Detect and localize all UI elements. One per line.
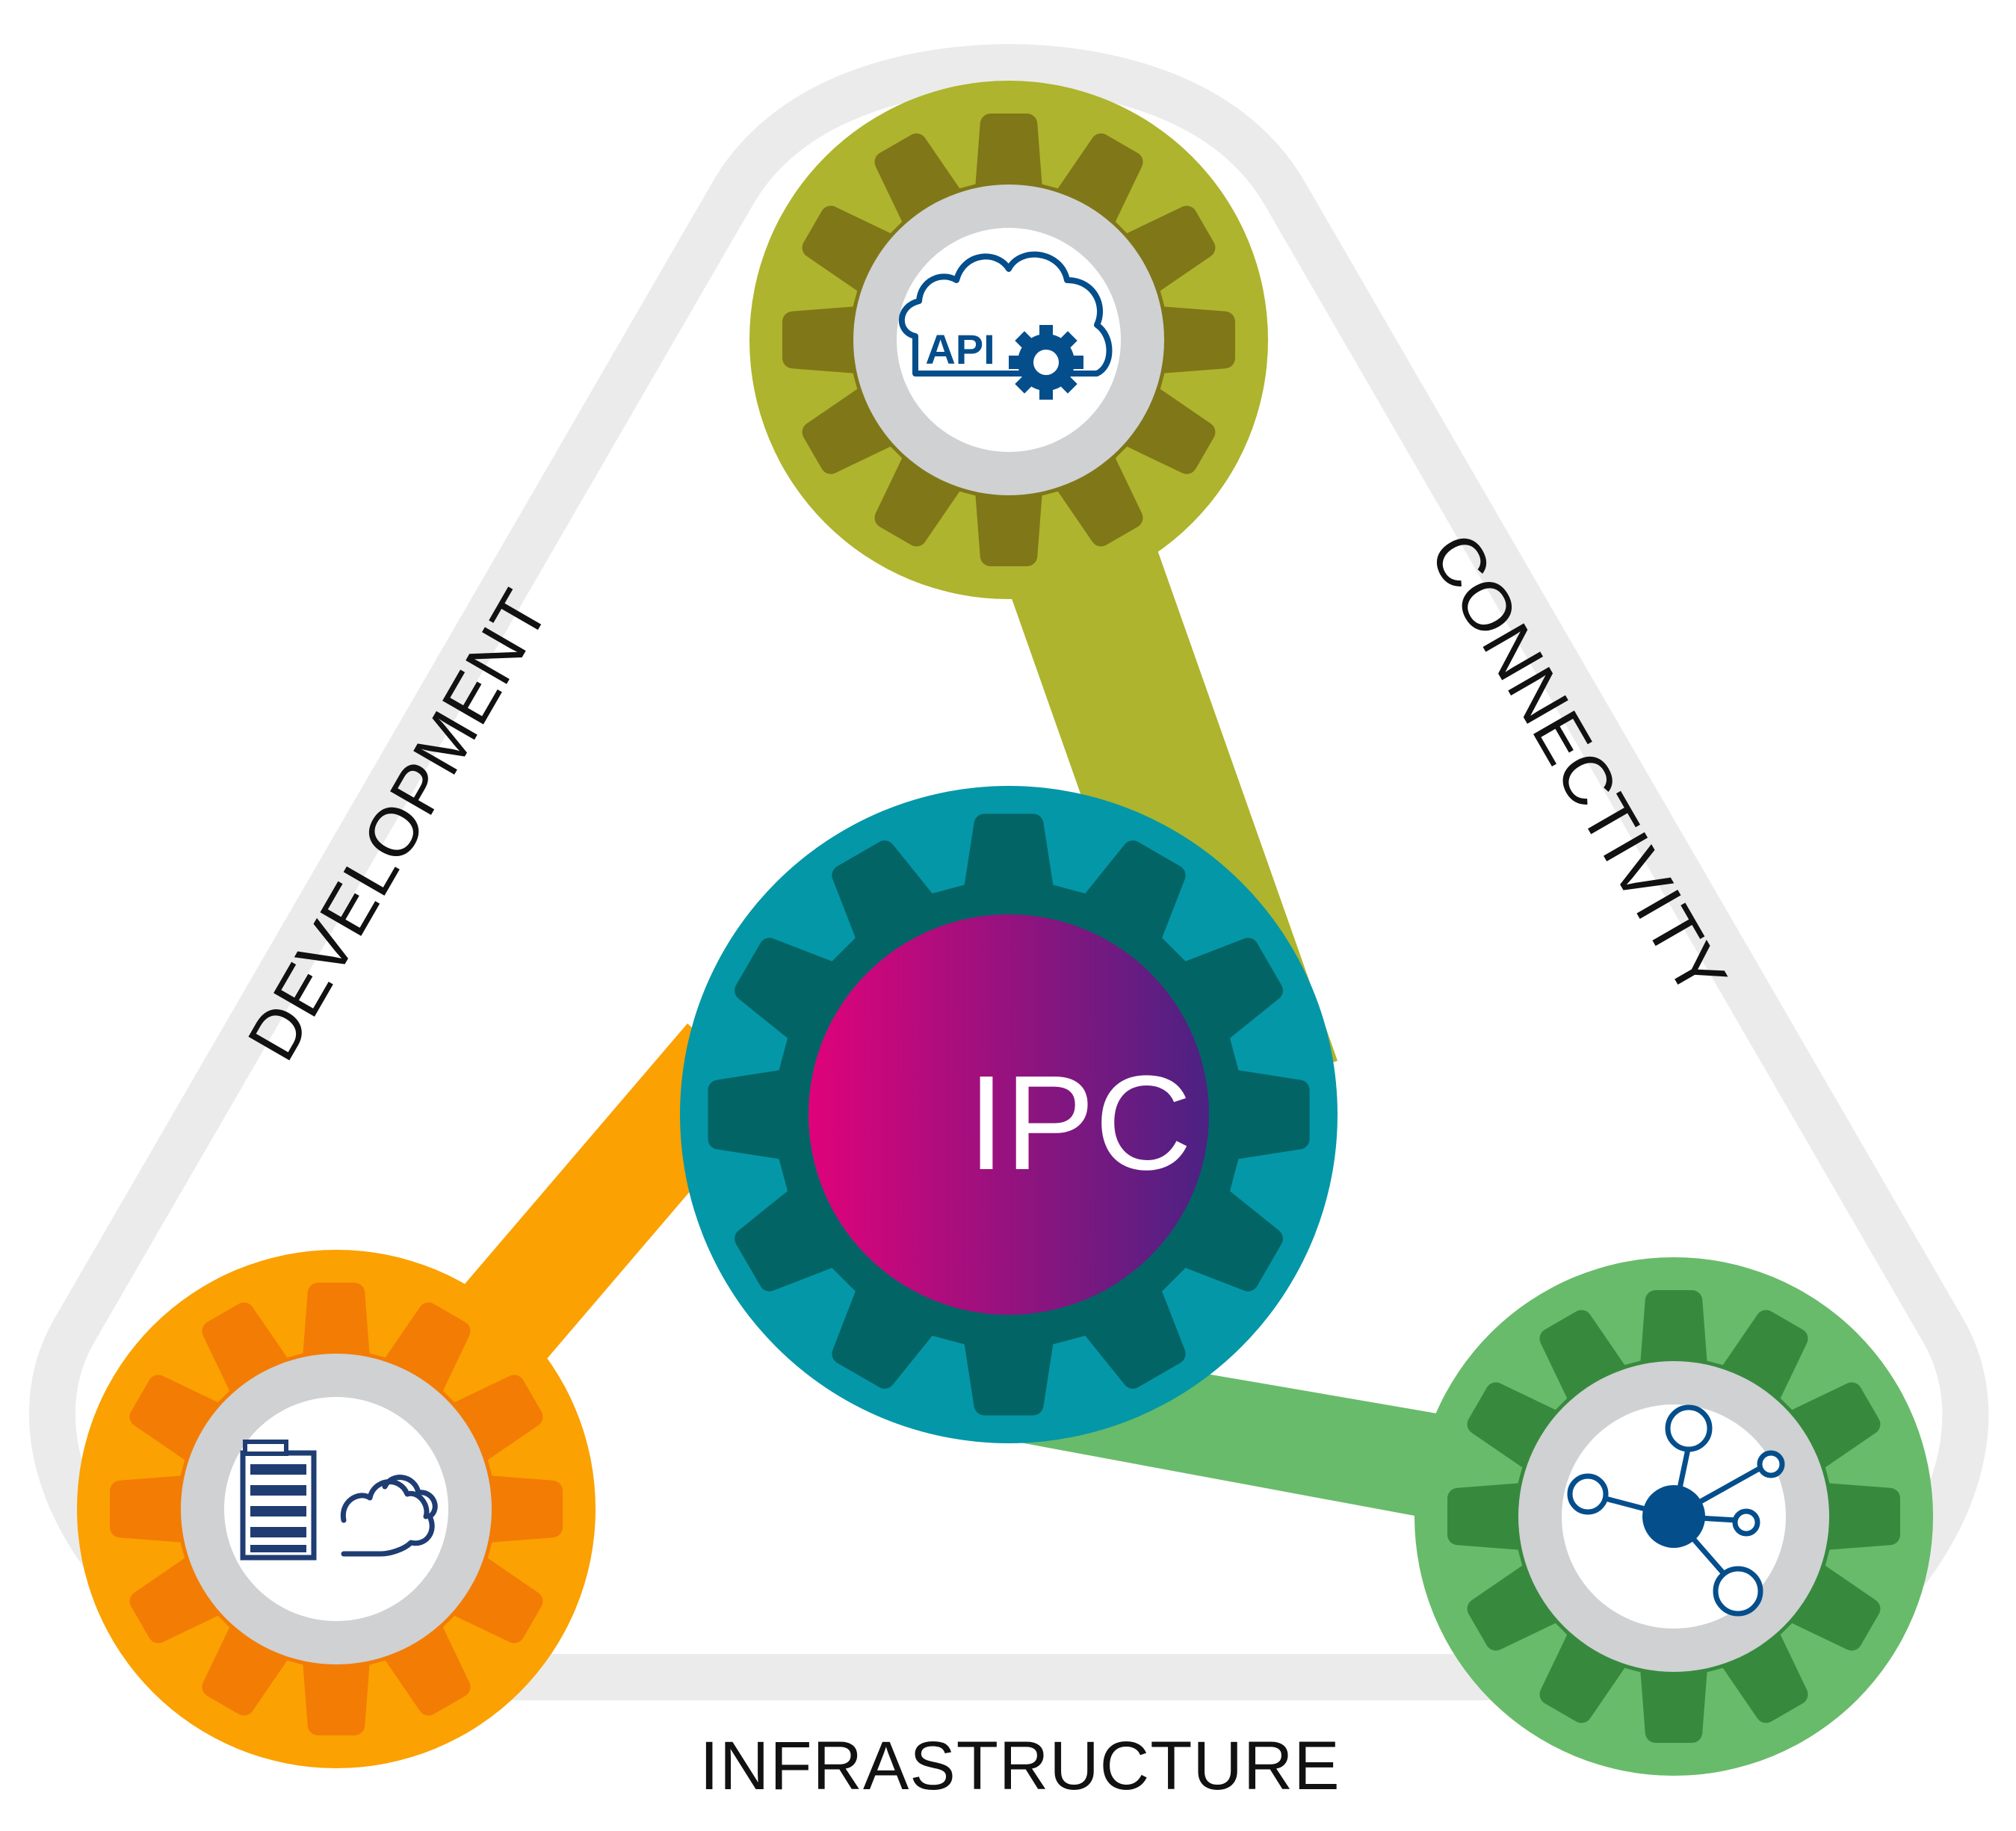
label-infrastructure: INFRASTRUCTURE [699, 1728, 1340, 1804]
gear-center-disc [808, 914, 1209, 1315]
label-development: DEVELOPMENT [233, 577, 563, 1073]
gear-node-api [749, 81, 1268, 599]
gear-node-cloud-server [77, 1250, 596, 1768]
network-hub-icon [1567, 1404, 1785, 1617]
cloud-server-icon [240, 1440, 438, 1561]
gear-node-center [680, 786, 1338, 1443]
cog-tooth [1009, 356, 1025, 369]
triangle-frame [29, 44, 1989, 1700]
cog-tooth [1015, 331, 1036, 353]
cog-tooth [1015, 372, 1036, 394]
gear-center-disc [897, 228, 1121, 452]
cog-tooth [1056, 331, 1077, 353]
cog-tooth [1039, 383, 1053, 400]
label-connectivity: CONNECTIVITY [1414, 521, 1741, 1010]
cloud-api-gear-icon: API [898, 251, 1113, 400]
cog-tooth [1039, 325, 1053, 341]
cog-tooth [1067, 356, 1083, 369]
cog-tooth [1056, 372, 1077, 394]
center-label: IPC [968, 1048, 1192, 1198]
api-icon-text: API [925, 326, 995, 373]
